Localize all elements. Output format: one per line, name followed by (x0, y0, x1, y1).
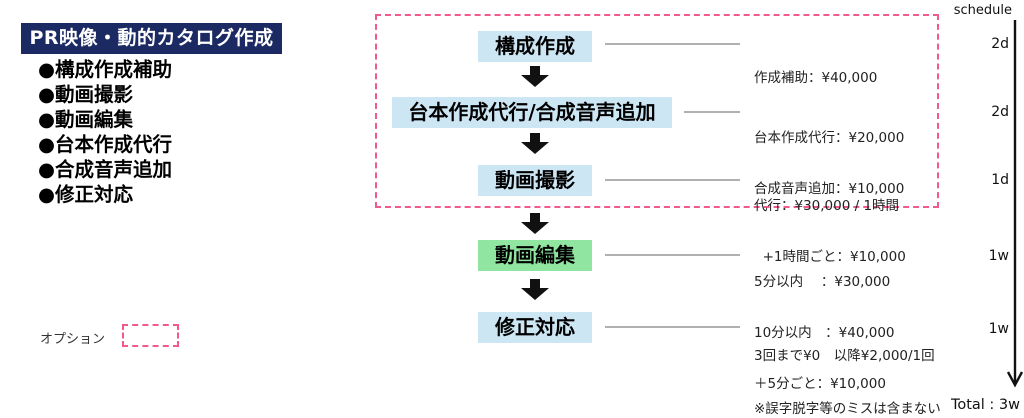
service-item: ●構成作成補助 (38, 58, 173, 81)
down-arrow-icon (521, 133, 549, 154)
price-video-shooting: 代行：¥30,000 / 1時間 +1時間ごと：¥10,000 (754, 164, 906, 300)
service-item: ●合成音声追加 (38, 158, 173, 181)
connector-line (605, 326, 740, 328)
price-line: 10分以内 ：¥40,000 (754, 325, 895, 341)
duration-label: 1w (988, 321, 1009, 337)
down-arrow-icon (521, 279, 549, 300)
service-item: ●動画撮影 (38, 83, 134, 106)
price-line: 合成音声追加：¥10,000 (754, 181, 905, 197)
option-legend-label: オプション (40, 332, 106, 347)
connector-line (605, 43, 740, 45)
page-title: PR映像・動的カタログ作成 (21, 23, 282, 54)
connector-line (605, 179, 740, 181)
price-script-voice: 台本作成代行：¥20,000 合成音声追加：¥10,000 (754, 96, 904, 232)
price-line: 5分以内 ：¥30,000 (754, 274, 891, 290)
flow-step-revision: 修正対応 (478, 312, 592, 343)
price-line: 代行：¥30,000 / 1時間 (754, 198, 900, 214)
price-line: 作成補助：¥40,000 (754, 70, 878, 86)
duration-label: 1w (988, 248, 1009, 264)
flow-step-structure-creation: 構成作成 (478, 31, 592, 62)
price-revision: 3回まで¥0 以降¥2,000/1回 ※誤字脱字等のミスは含まない (754, 313, 941, 418)
flow-step-video-shooting: 動画撮影 (478, 165, 592, 196)
connector-line (684, 111, 740, 113)
service-item: ●修正対応 (38, 183, 134, 206)
duration-label: 1d (991, 172, 1009, 188)
service-item: ●動画編集 (38, 108, 134, 131)
down-arrow-icon (521, 66, 549, 87)
option-group-outline (375, 14, 939, 208)
price-line: ＋5分ごと：¥10,000 (754, 376, 886, 392)
schedule-total: Total : 3w (950, 397, 1020, 413)
price-line: 台本作成代行：¥20,000 (754, 130, 905, 146)
service-item: ●台本作成代行 (38, 133, 173, 156)
price-structure-creation: 作成補助：¥40,000 (754, 36, 877, 121)
price-line: 3回まで¥0 以降¥2,000/1回 (754, 348, 935, 364)
service-list: ●構成作成補助 ●動画撮影 ●動画編集 ●台本作成代行 ●合成音声追加 ●修正対… (38, 57, 172, 207)
duration-label: 2d (991, 36, 1009, 52)
flow-step-script-voice: 台本作成代行/合成音声追加 (392, 97, 672, 128)
connector-line (605, 254, 740, 256)
schedule-title: schedule (953, 3, 1012, 18)
price-line: +1時間ごと：¥10,000 (754, 249, 906, 265)
flow-step-video-editing: 動画編集 (478, 240, 592, 271)
down-arrow-icon (521, 213, 549, 234)
price-video-editing: 5分以内 ：¥30,000 10分以内 ：¥40,000 ＋5分ごと：¥10,0… (754, 240, 895, 418)
option-legend-swatch (122, 324, 179, 347)
duration-label: 2d (991, 104, 1009, 120)
schedule-timeline-arrow-icon (1006, 20, 1024, 388)
price-line: ※誤字脱字等のミスは含まない (754, 400, 941, 417)
